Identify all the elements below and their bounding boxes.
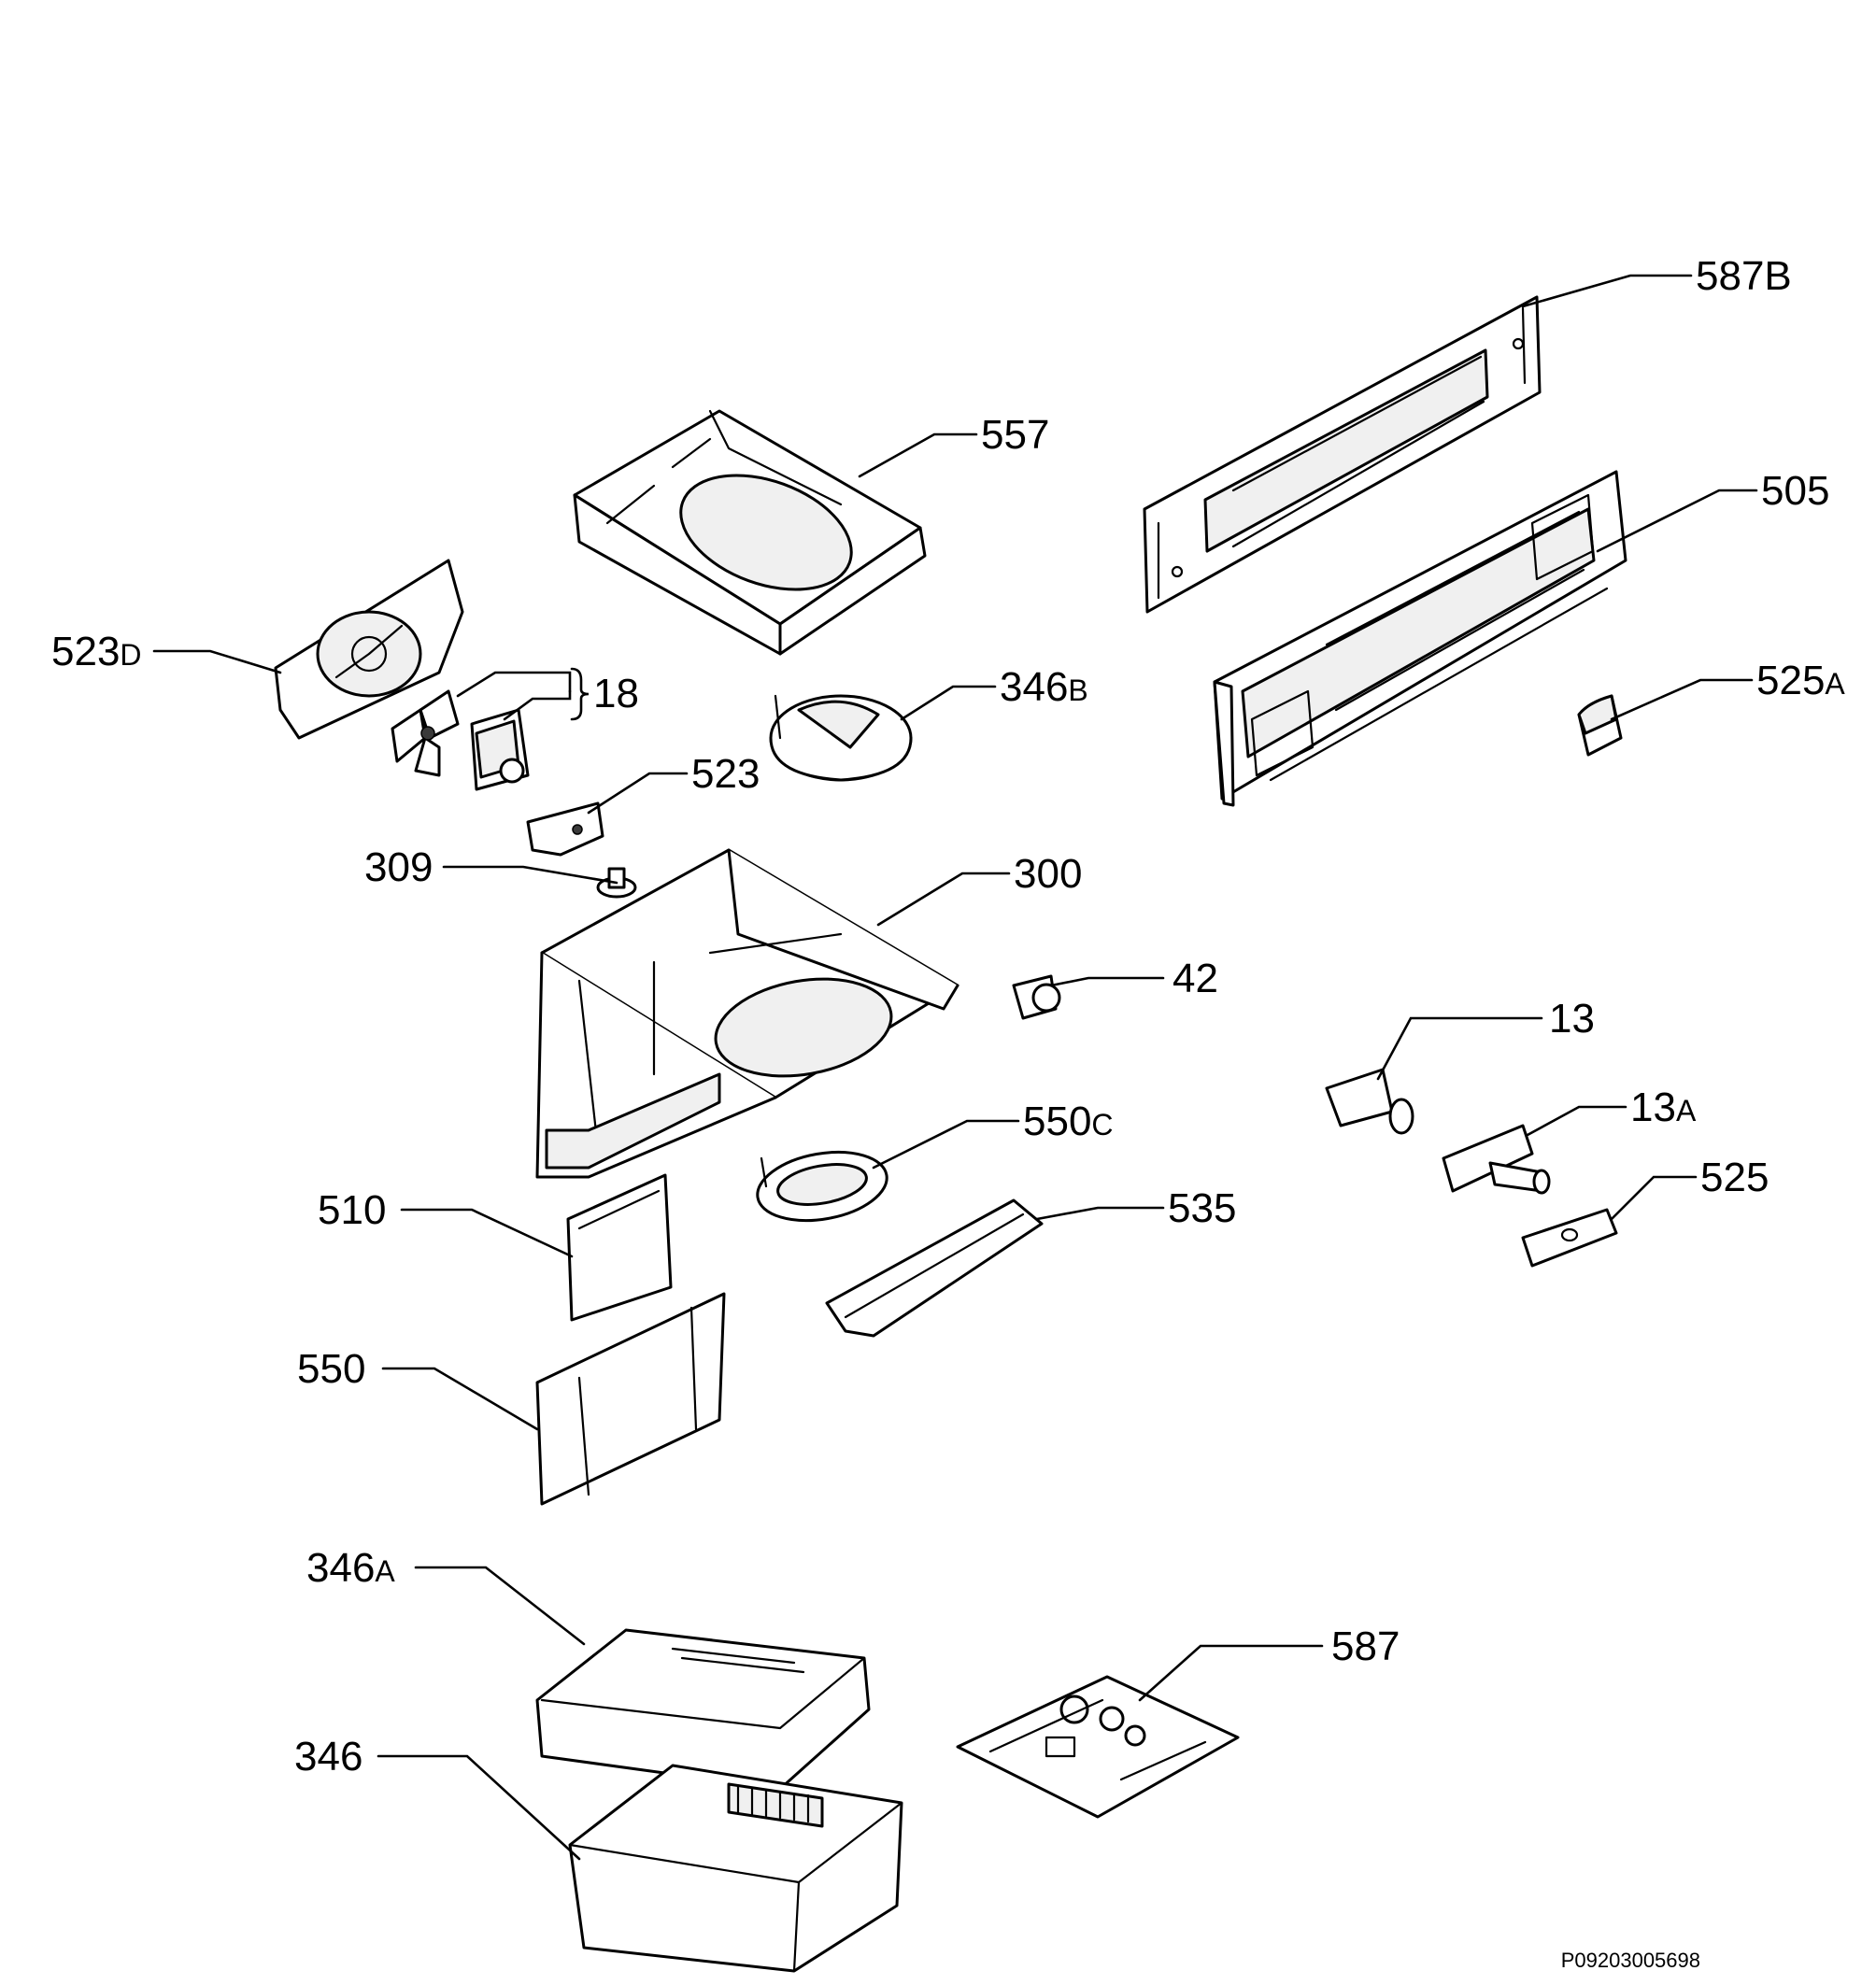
label-523: 523 <box>691 751 760 797</box>
leader-523 <box>587 772 689 815</box>
leader-346 <box>377 1754 581 1861</box>
label-587b: 587B <box>1696 253 1792 299</box>
label-42: 42 <box>1172 956 1218 1001</box>
label-346: 346 <box>294 1734 362 1779</box>
part-346-box-base <box>568 1764 903 1973</box>
label-523d: 523D <box>51 629 142 674</box>
leader-587 <box>1138 1644 1324 1702</box>
label-300: 300 <box>1014 851 1082 897</box>
part-13a-push-rod <box>1442 1124 1551 1195</box>
leader-13 <box>1376 1016 1543 1081</box>
leader-lines <box>152 274 1758 1861</box>
label-587: 587 <box>1331 1623 1400 1669</box>
part-505-control-panel <box>1213 470 1627 807</box>
part-42-lamp-holder <box>1012 974 1061 1020</box>
leader-550 <box>381 1367 539 1431</box>
leader-587b <box>1521 274 1693 308</box>
part-18-fan-motor <box>391 689 530 791</box>
part-523-bracket <box>526 801 604 857</box>
part-300-main-housing <box>535 848 959 1179</box>
leader-525 <box>1610 1175 1698 1221</box>
leader-557 <box>858 432 978 478</box>
label-505: 505 <box>1761 468 1829 514</box>
label-550c: 550C <box>1023 1099 1114 1144</box>
part-13-switch <box>1325 1068 1414 1135</box>
label-309: 309 <box>364 844 433 890</box>
leader-300 <box>876 872 1011 927</box>
leader-523d <box>152 649 282 674</box>
leader-18b <box>503 689 572 721</box>
part-587b-panel-frame <box>1143 295 1542 614</box>
part-525-cover-plate <box>1521 1208 1618 1268</box>
leader-346a <box>414 1566 586 1646</box>
part-550c-ring <box>756 1150 888 1223</box>
label-510: 510 <box>318 1187 386 1233</box>
part-587-circuit-board <box>956 1675 1240 1819</box>
label-18: 18 <box>593 671 639 716</box>
part-525a-knob <box>1577 694 1623 757</box>
label-550: 550 <box>297 1346 365 1392</box>
leader-535 <box>1035 1206 1165 1221</box>
leader-550c <box>872 1119 1020 1170</box>
leader-525a <box>1610 678 1754 721</box>
callout-labels: 587B 557 505 523D 18 346B 525A 523 309 3… <box>51 253 1845 1779</box>
leader-510 <box>400 1208 574 1258</box>
part-557-duct-housing <box>573 409 927 656</box>
label-557: 557 <box>981 412 1049 458</box>
part-523d-fan-shroud <box>274 559 464 740</box>
part-535-trim-strip <box>825 1198 1044 1338</box>
label-535: 535 <box>1168 1185 1236 1231</box>
part-510-filter-pad <box>566 1173 673 1322</box>
leader-13a <box>1526 1105 1627 1137</box>
label-525a: 525A <box>1756 658 1845 703</box>
brace-18 <box>570 667 590 721</box>
drawing-reference: P09203005698 <box>1561 1949 1700 1972</box>
label-525: 525 <box>1700 1155 1769 1200</box>
leader-346b <box>900 685 997 721</box>
leader-18a <box>456 671 572 698</box>
label-13a: 13A <box>1630 1085 1697 1130</box>
label-346a: 346A <box>306 1545 395 1591</box>
label-346b: 346B <box>1000 664 1088 710</box>
label-13: 13 <box>1549 996 1595 1042</box>
part-550-front-cover <box>535 1292 726 1506</box>
leader-309 <box>442 865 618 885</box>
part-346b-cover <box>769 694 913 782</box>
part-346a-box-lid <box>535 1628 871 1791</box>
leader-42 <box>1049 976 1165 987</box>
leader-505 <box>1596 489 1758 553</box>
